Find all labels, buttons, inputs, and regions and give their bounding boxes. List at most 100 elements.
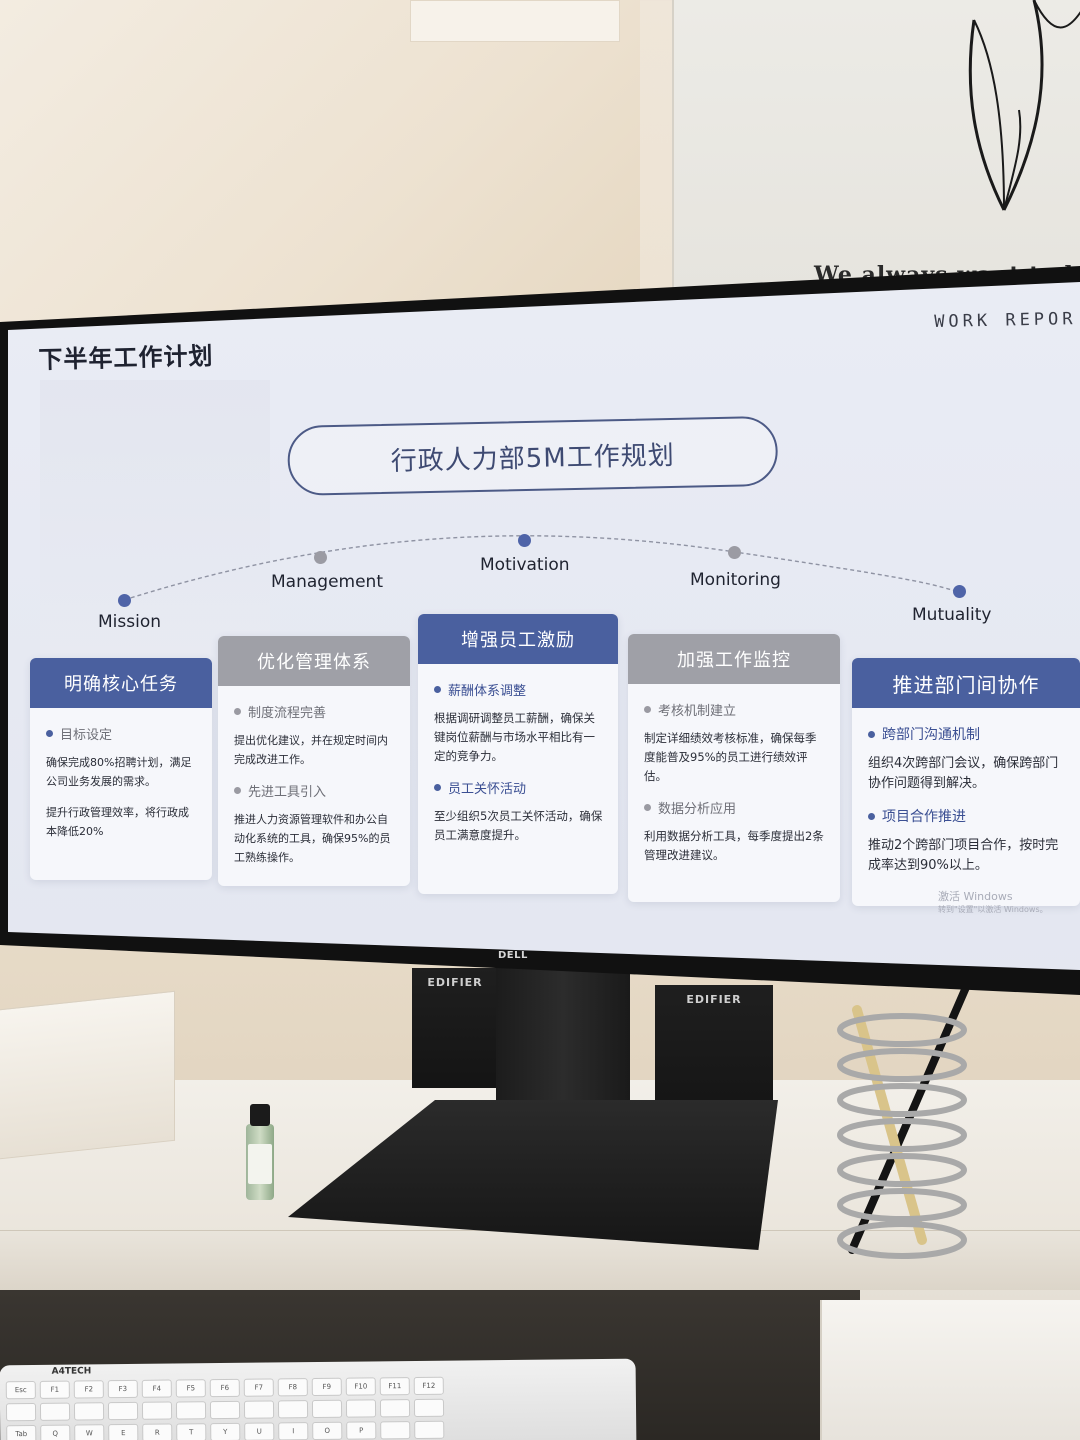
key: F2 <box>73 1380 104 1399</box>
speaker-left-brand: EDIFIER <box>427 976 483 989</box>
speaker-right-brand: EDIFIER <box>686 993 742 1006</box>
bullet-dot-icon <box>234 708 241 715</box>
item-title-text: 制度流程完善 <box>248 706 327 721</box>
key <box>107 1401 139 1421</box>
key-row <box>5 1398 445 1422</box>
stage-label-mutuality: Mutuality <box>912 605 992 625</box>
item-title: 先进工具引入 <box>234 781 396 800</box>
item-title-text: 考核机制建立 <box>658 704 737 719</box>
key <box>39 1402 71 1421</box>
card-monitoring: 加强工作监控 考核机制建立 制定详细绩效考核标准，确保每季度能普及95%的员工进… <box>628 634 840 902</box>
stage-label-mission: Mission <box>98 612 162 632</box>
watermark-line1: 激活 Windows <box>938 890 1013 903</box>
bullet-dot-icon <box>644 706 651 713</box>
plant-drawing <box>968 0 1080 211</box>
card-header: 加强工作监控 <box>628 634 840 684</box>
item-title-text: 跨部门沟通机制 <box>882 727 980 743</box>
card-header: 增强员工激励 <box>418 614 618 664</box>
bullet-dot-icon <box>644 804 651 811</box>
monitor-screen: 下半年工作计划 WORK REPOR 行政人力部5M工作规划 Mission M… <box>8 282 1080 970</box>
key <box>277 1400 309 1419</box>
bullet-dot-icon <box>868 812 875 820</box>
key: Y <box>210 1422 241 1440</box>
item-title: 项目合作推进 <box>868 806 1066 826</box>
keyboard-brand: A4TECH <box>51 1366 92 1377</box>
item-title: 考核机制建立 <box>644 700 826 719</box>
card-header: 明确核心任务 <box>30 658 212 708</box>
wall <box>0 0 640 330</box>
key: W <box>74 1424 105 1440</box>
key <box>209 1400 241 1420</box>
item-text: 确保完成80%招聘计划，满足公司业务发展的需求。 <box>46 756 192 788</box>
key <box>380 1421 411 1440</box>
key: F4 <box>141 1379 172 1398</box>
key: F1 <box>39 1380 70 1399</box>
key: Q <box>40 1424 71 1440</box>
item-title: 制度流程完善 <box>234 702 396 721</box>
stage-dot-motivation <box>518 534 531 547</box>
slide-background-photo <box>40 380 270 680</box>
drawer <box>820 1300 1080 1440</box>
item-title-text: 目标设定 <box>60 728 113 743</box>
stage-dot-management <box>314 551 327 564</box>
stage-label-motivation: Motivation <box>480 555 570 575</box>
key <box>243 1400 275 1419</box>
timeline-arc <box>123 535 961 601</box>
stage-dot-monitoring <box>728 546 741 559</box>
card-mission: 明确核心任务 目标设定 确保完成80%招聘计划，满足公司业务发展的需求。 提升行… <box>30 658 212 880</box>
medicine-bottle <box>246 1104 274 1200</box>
bullet-dot-icon <box>868 730 875 738</box>
key: U <box>244 1422 275 1440</box>
key <box>413 1398 445 1417</box>
bullet-dot-icon <box>434 686 441 693</box>
item-title: 数据分析应用 <box>644 798 826 817</box>
item-text: 根据调研调整员工薪酬，确保关键岗位薪酬与市场水平相比有一定的竞争力。 <box>434 711 595 763</box>
key: F8 <box>277 1378 308 1397</box>
card-management: 优化管理体系 制度流程完善 提出优化建议，并在规定时间内完成改进工作。 先进工具… <box>218 636 410 886</box>
item-text: 制定详细绩效考核标准，确保每季度能普及95%的员工进行绩效评估。 <box>644 731 817 783</box>
item-text: 推进人力资源管理软件和办公自动化系统的工具，确保95%的员工熟练操作。 <box>234 813 391 864</box>
bullet-dot-icon <box>434 784 441 791</box>
desk-edge <box>0 1230 1080 1290</box>
stage-dot-mutuality <box>953 585 966 598</box>
key: F6 <box>209 1378 240 1398</box>
card-header: 优化管理体系 <box>218 636 410 686</box>
bullet-dot-icon <box>234 787 241 794</box>
wall-note <box>410 0 620 42</box>
item-title-text: 员工关怀活动 <box>448 782 527 797</box>
bullet-dot-icon <box>46 730 53 737</box>
wall-poster: We always want to be <box>672 0 1080 300</box>
item-text: 推动2个跨部门项目合作，按时完成率达到90%以上。 <box>868 838 1059 873</box>
item-title-text: 项目合作推进 <box>882 809 966 825</box>
item-text: 至少组织5次员工关怀活动，确保员工满意度提升。 <box>434 809 603 842</box>
key: F7 <box>243 1378 274 1397</box>
windows-activation-watermark: 激活 Windows 转到"设置"以激活 Windows。 <box>938 890 1048 916</box>
item-title: 薪酬体系调整 <box>434 680 604 699</box>
card-motivation: 增强员工激励 薪酬体系调整 根据调研调整员工薪酬，确保关键岗位薪酬与市场水平相比… <box>418 614 618 894</box>
stage-label-monitoring: Monitoring <box>690 570 781 590</box>
item-title-text: 薪酬体系调整 <box>448 684 527 699</box>
item-text: 提升行政管理效率，将行政成本降低20% <box>46 806 189 838</box>
speaker-left: EDIFIER <box>412 968 498 1088</box>
stage-label-management: Management <box>271 572 383 592</box>
key: Tab <box>6 1424 37 1440</box>
key: F10 <box>345 1377 376 1396</box>
item-title: 跨部门沟通机制 <box>868 724 1066 744</box>
key <box>379 1399 411 1418</box>
card-mutuality: 推进部门间协作 跨部门沟通机制 组织4次跨部门会议，确保跨部门协作问题得到解决。… <box>852 658 1080 906</box>
key <box>73 1402 105 1421</box>
item-title: 员工关怀活动 <box>434 778 604 797</box>
key: F12 <box>413 1376 444 1395</box>
key: O <box>312 1421 343 1440</box>
key <box>175 1401 207 1420</box>
item-title: 目标设定 <box>46 724 198 743</box>
watermark-line2: 转到"设置"以激活 Windows。 <box>938 905 1048 914</box>
key: E <box>108 1423 139 1440</box>
card-header: 推进部门间协作 <box>852 658 1080 708</box>
key: F5 <box>175 1379 206 1398</box>
paper-tray <box>0 990 175 1160</box>
key <box>345 1399 377 1418</box>
